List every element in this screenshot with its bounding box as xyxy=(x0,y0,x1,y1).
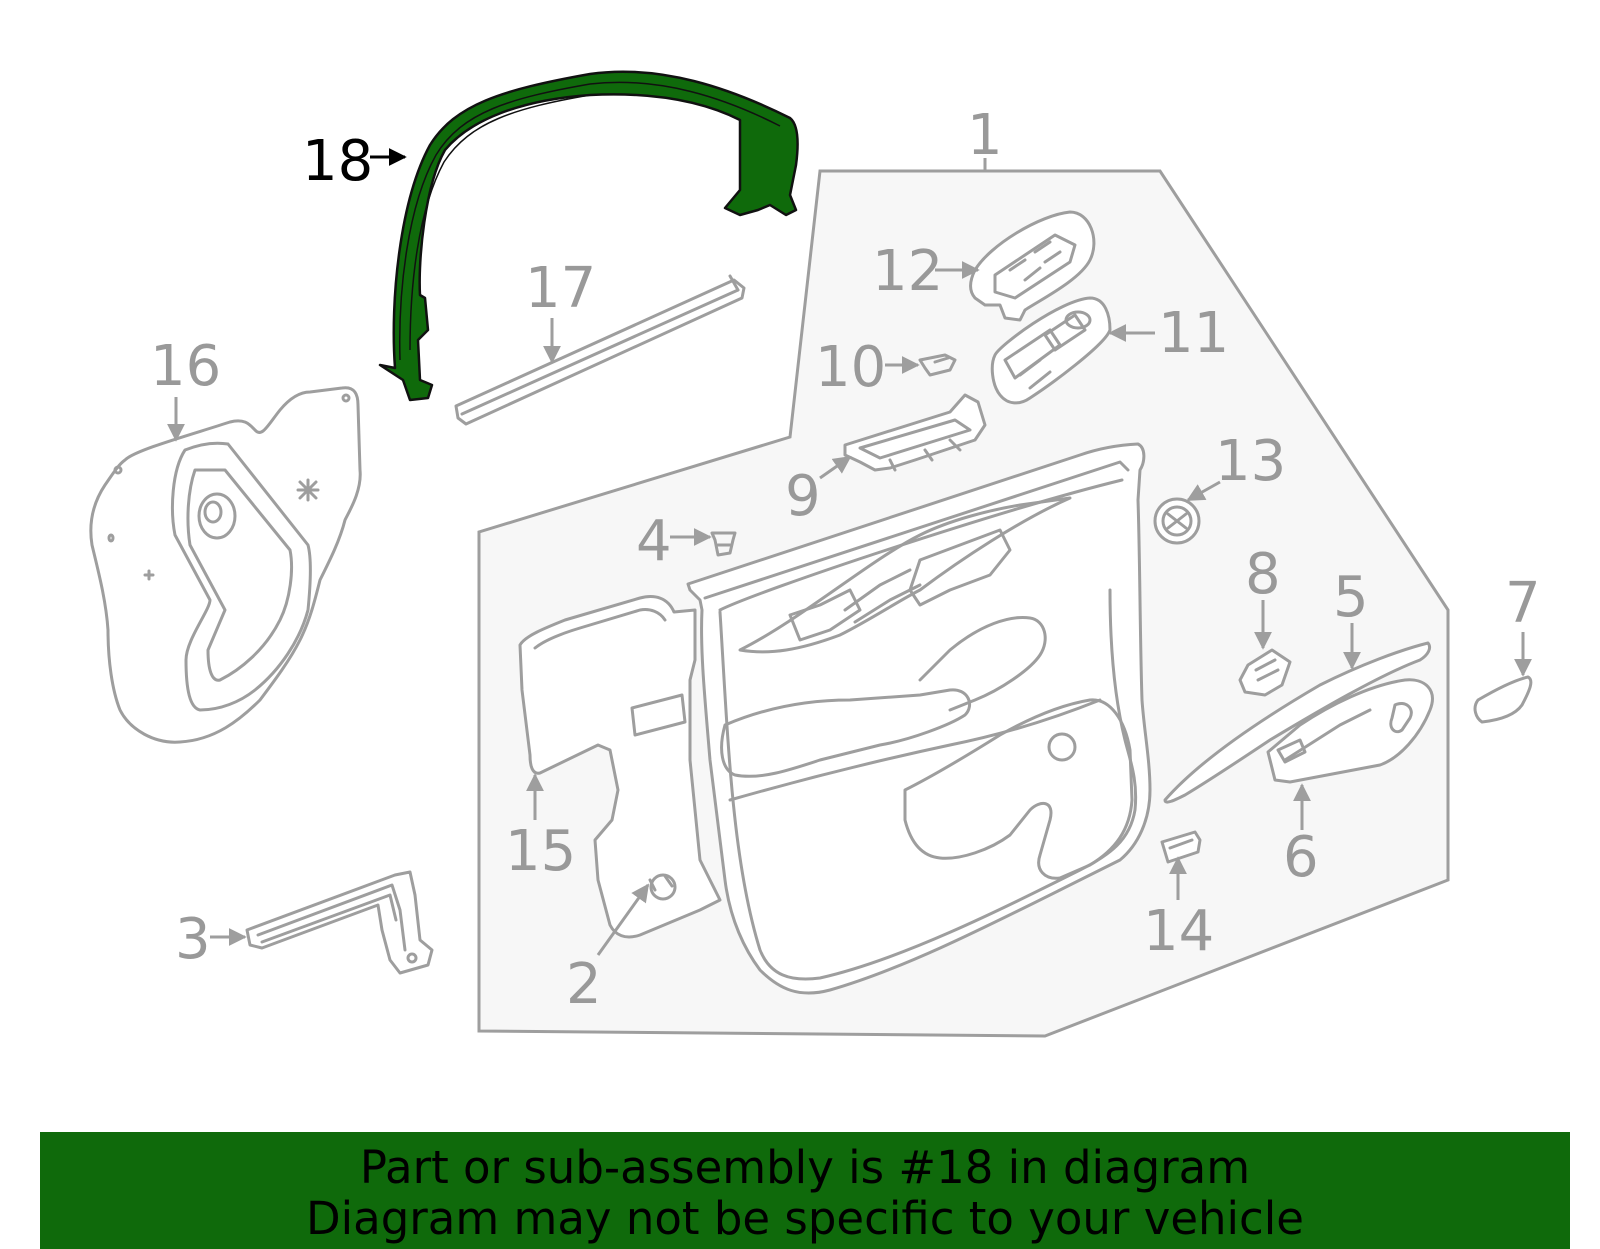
leader-2 xyxy=(596,883,650,956)
callout-10: 10 xyxy=(815,335,886,400)
part-16-water-deflector[interactable] xyxy=(89,386,362,744)
part-5-armrest-cover[interactable] xyxy=(1163,641,1432,804)
callout-18: 18 xyxy=(302,129,373,194)
part-15-sound-insulator[interactable] xyxy=(518,595,722,939)
banner-line-part: Part or sub-assembly is #18 in diagram xyxy=(359,1141,1251,1194)
banner-line-disclaimer: Diagram may not be specific to your vehi… xyxy=(306,1192,1304,1245)
part-17-belt-molding[interactable] xyxy=(454,274,746,426)
callout-16: 16 xyxy=(150,334,221,399)
part-13-speaker-grille[interactable] xyxy=(1153,497,1201,545)
part-8-switch[interactable] xyxy=(1238,648,1292,697)
part-12-switch-bezel[interactable] xyxy=(969,210,1096,322)
callout-14: 14 xyxy=(1143,899,1214,964)
part-7-end-cap[interactable] xyxy=(1473,675,1533,724)
callout-4: 4 xyxy=(636,509,672,574)
callout-17: 17 xyxy=(525,256,596,321)
callout-12: 12 xyxy=(872,239,943,304)
part-11-window-switch[interactable] xyxy=(990,296,1112,405)
part-6-door-handle[interactable] xyxy=(1266,678,1434,784)
callout-6: 6 xyxy=(1283,825,1319,890)
callout-9: 9 xyxy=(785,464,821,529)
callout-1: 1 xyxy=(967,103,1003,168)
leader-9 xyxy=(819,455,852,480)
part-4-clip[interactable] xyxy=(710,531,737,557)
part-2-push-pin[interactable] xyxy=(648,873,677,901)
part-1-door-trim-panel[interactable] xyxy=(686,442,1152,995)
part-18-window-frame-seal[interactable] xyxy=(378,70,799,402)
callout-8: 8 xyxy=(1245,542,1281,607)
callout-7: 7 xyxy=(1505,571,1541,636)
callout-3: 3 xyxy=(175,907,211,972)
part-9-pull-cup-bracket[interactable] xyxy=(843,393,987,472)
callout-15: 15 xyxy=(505,819,576,884)
callout-5: 5 xyxy=(1333,565,1369,630)
info-banner: Part or sub-assembly is #18 in diagram D… xyxy=(40,1132,1570,1249)
callout-2: 2 xyxy=(566,952,602,1017)
leader-13 xyxy=(1186,480,1221,502)
part-14-bezel[interactable] xyxy=(1160,830,1202,864)
callout-11: 11 xyxy=(1158,301,1229,366)
callout-13: 13 xyxy=(1215,429,1286,494)
part-3-bracket[interactable] xyxy=(245,870,434,975)
part-10-clip[interactable] xyxy=(918,353,957,377)
